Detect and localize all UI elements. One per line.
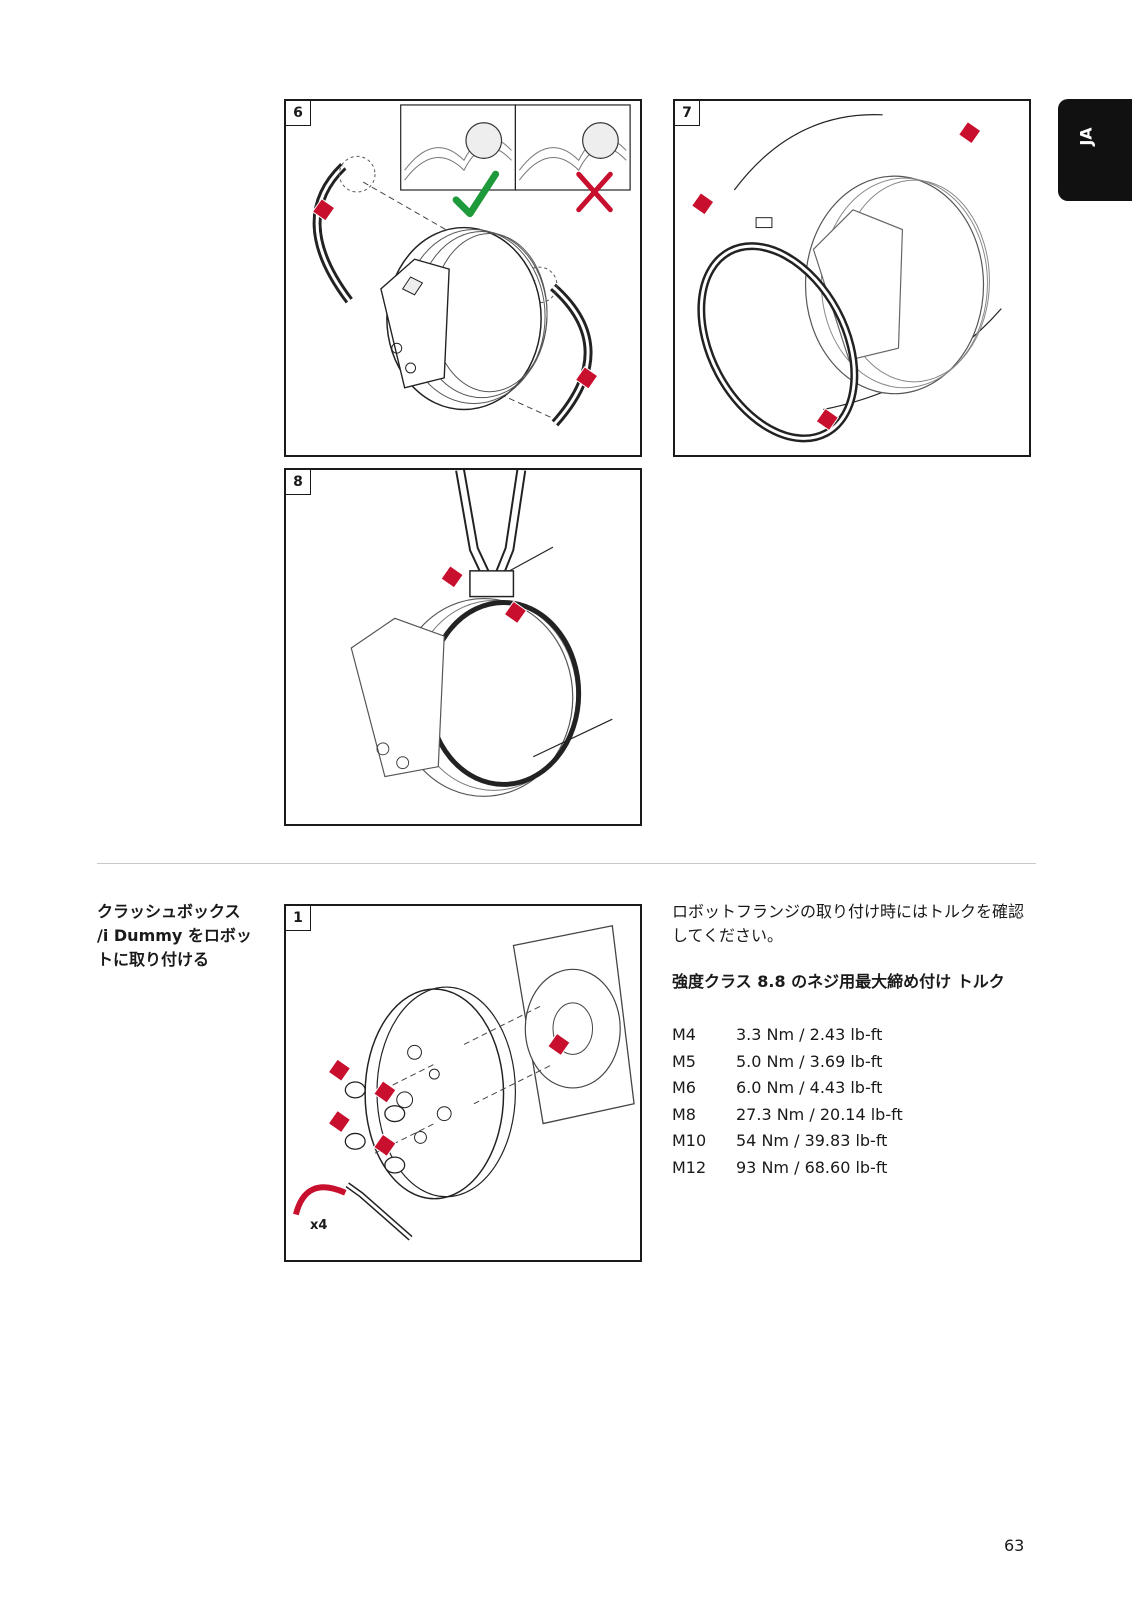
torque-heading: 強度クラス 8.8 のネジ用最大締め付け トルク [672, 972, 1005, 991]
flange-mounting-illustration [293, 925, 635, 1241]
step-number: 6 [286, 101, 311, 126]
torque-row: M6 6.0 Nm / 4.43 lb-ft [672, 1075, 903, 1102]
language-tab-label: JA [1076, 127, 1096, 146]
torque-value: 3.3 Nm / 2.43 lb-ft [736, 1025, 883, 1044]
language-tab: JA [1058, 99, 1132, 201]
section-title: クラッシュボックス /i Dummy をロボットに取り付ける [97, 902, 252, 969]
screw-size: M8 [672, 1104, 696, 1124]
torque-value: 5.0 Nm / 3.69 lb-ft [736, 1051, 883, 1071]
page-number: 63 [1004, 1536, 1025, 1555]
torque-row: M12 93 Nm / 68.60 lb-ft [672, 1155, 903, 1182]
pliers-clamping-illustration [350, 470, 613, 797]
torque-row: M5 5.0 Nm / 3.69 lb-ft [672, 1049, 903, 1076]
torque-value: 27.3 Nm / 20.14 lb-ft [736, 1104, 903, 1124]
step-number: 1 [286, 906, 311, 931]
figure-step-1: 1 [284, 904, 642, 1262]
step-number: 7 [675, 101, 700, 126]
screw-size: M5 [672, 1051, 696, 1071]
screw-size: M4 [672, 1025, 696, 1044]
torque-value: 6.0 Nm / 4.43 lb-ft [736, 1078, 883, 1098]
torque-row: M8 27.3 Nm / 20.14 lb-ft [672, 1102, 903, 1129]
intro-text: ロボットフランジの取り付け時にはトルクを確認してください。 [672, 902, 1025, 945]
step-number: 8 [286, 470, 311, 495]
screw-size: M6 [672, 1078, 696, 1098]
band-installation-illustration [690, 114, 1002, 443]
check-icon [452, 170, 500, 218]
quantity-callout: x4 [310, 1218, 328, 1233]
figure-step-8: 8 [284, 468, 642, 826]
screw-size: M10 [672, 1131, 707, 1151]
torque-row: M10 54 Nm / 39.83 lb-ft [672, 1128, 903, 1155]
screw-size: M12 [672, 1157, 707, 1177]
torque-value: 93 Nm / 68.60 lb-ft [736, 1157, 888, 1177]
torque-row: M4 3.3 Nm / 2.43 lb-ft [672, 1022, 903, 1049]
ring-installation-illustration [311, 104, 631, 427]
figure-step-6: 6 [284, 99, 642, 457]
section-divider [97, 863, 1036, 864]
torque-table: M4 3.3 Nm / 2.43 lb-ft M5 5.0 Nm / 3.69 … [672, 1022, 903, 1182]
figure-step-7: 7 [673, 99, 1031, 457]
cross-icon [576, 171, 613, 213]
torque-value: 54 Nm / 39.83 lb-ft [736, 1131, 888, 1151]
